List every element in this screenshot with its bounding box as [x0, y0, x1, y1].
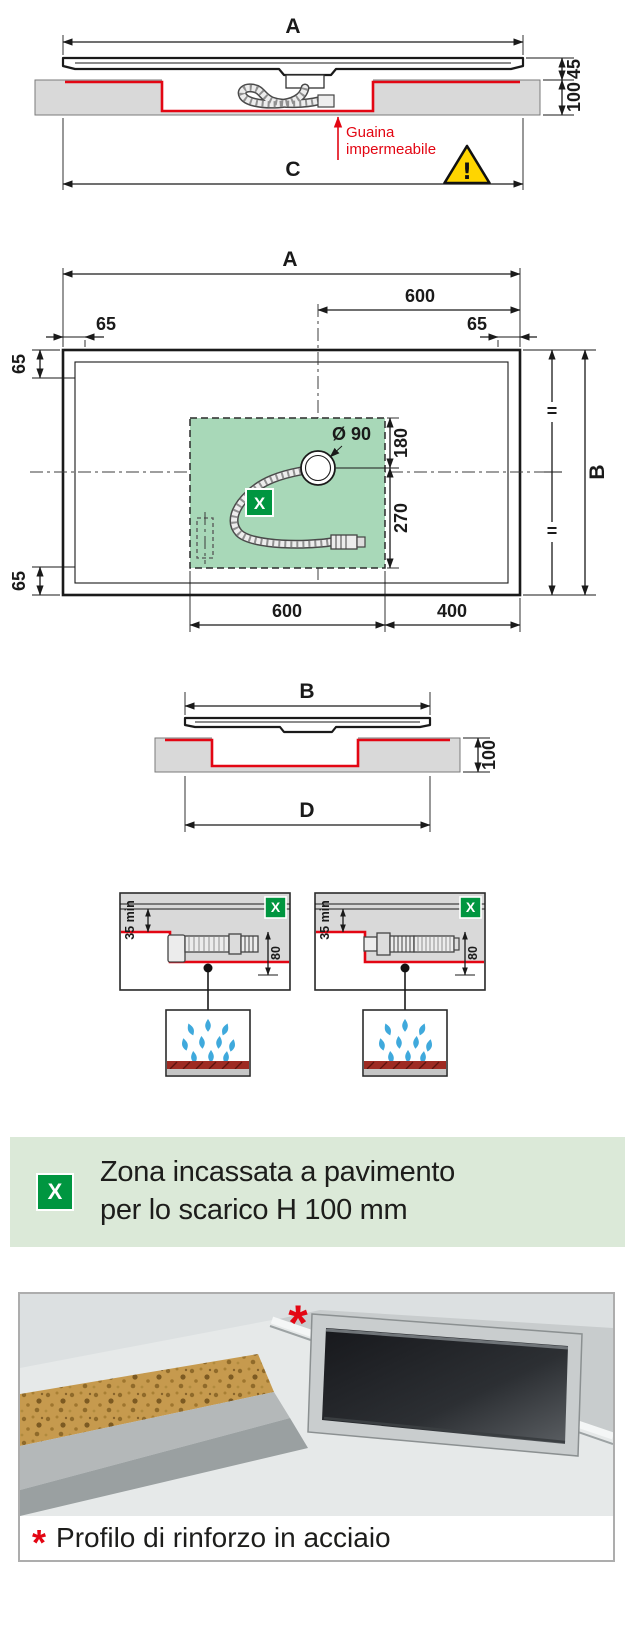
caption-asterisk: * [32, 1522, 47, 1563]
section-cross-a: A 45 100 Guaina impermeabile ! C [34, 15, 584, 190]
dimension-80-left: 80 [258, 931, 283, 976]
dim-label-100: 100 [564, 82, 584, 112]
dim-label-a: A [285, 15, 300, 38]
dimension-65-top-left: 65 [46, 314, 116, 347]
x-badge-legend: X [36, 1173, 74, 1211]
section-plan-view: A 600 65 65 [9, 250, 609, 632]
dimension-65-left-bottom: 65 [9, 566, 75, 596]
steel-profile-photo: * [20, 1294, 613, 1516]
section-drain-details: X 35 min 80 [119, 892, 486, 1077]
legend-line1: Zona incassata a pavimento [100, 1156, 455, 1189]
dim-label-600-top: 600 [405, 286, 435, 306]
photo-asterisk: * [288, 1295, 308, 1351]
dim-label-35min-right: 35 min [318, 900, 332, 940]
legend-banner: X Zona incassata a pavimento per lo scar… [10, 1137, 625, 1247]
pipe-elbow-left [167, 933, 259, 963]
dim-label-c: C [285, 158, 300, 181]
dim-label-180: 180 [391, 428, 411, 458]
cork-layer [20, 1354, 274, 1446]
pipe-straight-right [363, 932, 460, 956]
water-discharge-right [362, 1009, 448, 1077]
steel-profile-opening [307, 1313, 583, 1457]
drain-diameter-callout: Ø 90 [329, 424, 371, 458]
drain-hole [300, 450, 336, 486]
detail-left: X 35 min 80 [119, 892, 291, 1077]
dim-label-80-right: 80 [466, 946, 480, 960]
dim-label-65-tl: 65 [96, 314, 116, 334]
dimension-65-top-right: 65 [467, 314, 537, 347]
dimension-600-bottom: 600 [189, 571, 386, 632]
dimension-35min-right: 35 min [318, 900, 346, 940]
dim-label-400: 400 [437, 601, 467, 621]
shower-tray-profile-b [183, 716, 432, 734]
guaina-label-line1: Guaina [346, 124, 395, 141]
dim-label-65-left-top: 65 [9, 354, 29, 374]
dimension-65-left-top: 65 [9, 349, 75, 379]
dimension-100-b: 100 [463, 737, 499, 773]
shower-tray-profile [61, 56, 525, 89]
warning-exclamation: ! [462, 160, 472, 185]
dim-label-80-left: 80 [269, 946, 283, 960]
guaina-label-line2: impermeabile [346, 141, 436, 158]
warning-icon: ! [443, 144, 491, 185]
dimension-400: 400 [384, 598, 521, 632]
dim-label-d: D [299, 799, 314, 822]
legend-line2: per lo scarico H 100 mm [100, 1194, 408, 1226]
dimension-600-top: 600 [317, 286, 521, 314]
dimension-b: B [581, 349, 609, 596]
waterproof-membrane-line-b [165, 738, 450, 768]
dim-label-b-plan: B [586, 464, 609, 479]
drain-diameter-label: Ø 90 [332, 424, 371, 444]
dim-label-100-b: 100 [479, 740, 499, 770]
x-badge-detail-left-label: X [271, 899, 281, 915]
equal-mark-bottom: = [547, 521, 558, 541]
dim-label-45: 45 [564, 59, 584, 79]
equal-mark-top: = [547, 401, 558, 421]
outlet-point-left [203, 963, 213, 973]
vertical-outlet-option [196, 512, 214, 564]
dimension-c: C [62, 118, 524, 190]
x-badge-plan: X [245, 488, 274, 517]
dimension-180: 180 [336, 417, 411, 469]
flexible-drain-hose [229, 466, 366, 550]
dim-label-270: 270 [391, 503, 411, 533]
x-badge-detail-right: X [459, 896, 482, 919]
dimension-80-right: 80 [455, 931, 480, 976]
dimension-equal: = = [523, 349, 596, 596]
dimension-d: D [184, 776, 431, 832]
drain-pipe [237, 83, 335, 109]
dimension-45: 45 [526, 57, 584, 81]
water-discharge-left [165, 1009, 251, 1077]
x-badge-plan-label: X [254, 494, 266, 513]
dim-label-a-plan: A [282, 250, 297, 271]
x-badge-detail-right-label: X [466, 899, 476, 915]
dimension-a-top: A [62, 15, 524, 55]
x-badge-detail-left: X [264, 896, 287, 919]
dimension-b-top: B [184, 680, 431, 715]
waterproof-membrane-line [65, 80, 520, 113]
caption-text: Profilo di rinforzo in acciaio [56, 1522, 391, 1553]
pipe-connector [317, 94, 335, 108]
dimension-270: 270 [386, 467, 411, 569]
photo-caption: * Profilo di rinforzo in acciaio [20, 1516, 613, 1563]
dimension-100-right: 100 [543, 79, 584, 116]
guaina-callout: Guaina impermeabile [333, 116, 436, 160]
outlet-point-right [400, 963, 410, 973]
dim-label-65-left-bottom: 65 [9, 571, 29, 591]
dimension-35min-left: 35 min [123, 900, 151, 940]
dim-label-65-tr: 65 [467, 314, 487, 334]
photo-frame: * * Profilo di rinforzo in acciaio [18, 1292, 615, 1562]
dimension-a: A [62, 250, 521, 347]
section-cross-b: B 100 D [154, 680, 499, 832]
dim-label-600-bottom: 600 [272, 601, 302, 621]
legend-text: Zona incassata a pavimento per lo scaric… [100, 1154, 455, 1229]
dim-label-35min-left: 35 min [123, 900, 137, 940]
floor-cross-section-b [154, 736, 461, 773]
dim-label-b: B [299, 680, 314, 703]
detail-right: X 35 min 80 [314, 892, 486, 1077]
